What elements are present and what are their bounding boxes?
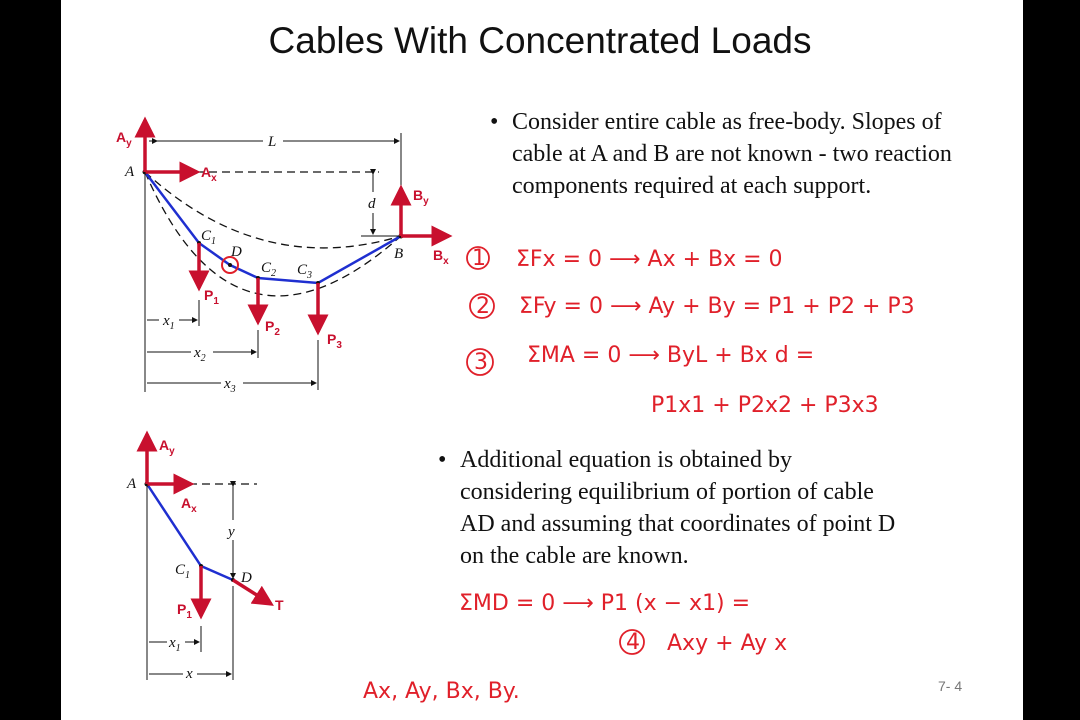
hw-moment-D: ΣMD = 0 ⟶ P1 (x − x1) = [459, 591, 750, 616]
svg-text:C1: C1 [175, 562, 190, 581]
cable-figure-full: L d Ay Ax A By Bx B C1 D C2 C3 P1 P2 P3 [116, 116, 453, 395]
bullet-1-line-3: components required at each support. [512, 173, 872, 199]
dashed-sag-curve-lower [144, 171, 402, 297]
svg-text:Bx: Bx [433, 247, 449, 267]
label-Ax: A [201, 164, 211, 180]
svg-text:P1: P1 [177, 601, 192, 621]
label-Ax-2: A [181, 495, 191, 511]
hw-eq3: ΣMA = 0 ⟶ ByL + Bx d = [527, 343, 814, 368]
svg-text:C3: C3 [297, 262, 312, 281]
svg-text:P3: P3 [327, 331, 342, 351]
dashed-sag-curve-upper [144, 171, 402, 249]
hw-eq1: ΣFx = 0 ⟶ Ax + Bx = 0 [516, 247, 783, 272]
bullet-2-line-1: Additional equation is obtained by [460, 447, 792, 473]
bullet-1-line-2: cable at A and B are not known - two rea… [512, 141, 952, 167]
label-C2: C [261, 260, 272, 276]
svg-text:C2: C2 [261, 260, 276, 279]
label-C3: C [297, 262, 308, 278]
label-x: x [185, 666, 193, 680]
bullet-2-line-4: on the cable are known. [460, 543, 689, 569]
label-Ay-2: A [159, 437, 169, 453]
label-y: y [226, 524, 235, 540]
slide: Cables With Concentrated Loads • Conside… [61, 0, 1023, 720]
point-D-circle-mark [221, 256, 239, 274]
svg-text:C1: C1 [201, 228, 216, 247]
hw-eq2: ΣFy = 0 ⟶ Ay + By = P1 + P2 + P3 [519, 294, 915, 319]
label-Ay: A [116, 129, 126, 145]
label-A-2: A [126, 476, 137, 492]
label-Bx: B [433, 247, 443, 263]
bullet-2-symbol: • [438, 447, 447, 473]
label-D: D [230, 244, 242, 260]
label-A: A [124, 164, 135, 180]
label-By: B [413, 187, 423, 203]
label-P1: P [204, 287, 213, 303]
bullet-1: • Consider entire cable as free-body. Sl… [490, 106, 952, 202]
svg-text:Ax: Ax [181, 495, 197, 515]
label-P2: P [265, 318, 274, 334]
hw-eq4: Axy + Ay x [667, 631, 787, 656]
force-T-arrow [232, 578, 274, 606]
bullet-2-line-3: AD and assuming that coordinates of poin… [460, 511, 896, 537]
hw-eq4-number: 4 [626, 630, 640, 655]
svg-text:Ay: Ay [159, 437, 175, 457]
svg-text:x1: x1 [168, 635, 181, 654]
label-P1-2: P [177, 601, 186, 617]
svg-text:Ax: Ax [201, 164, 217, 184]
label-P3: P [327, 331, 336, 347]
svg-text:x2: x2 [193, 345, 206, 364]
svg-text:x3: x3 [223, 376, 236, 395]
bullet-1-line-1: Consider entire cable as free-body. Slop… [512, 109, 942, 135]
label-D-2: D [240, 570, 252, 586]
label-L: L [267, 134, 276, 150]
bullet-2-line-2: considering equilibrium of portion of ca… [460, 479, 874, 505]
hw-unknowns: Ax, Ay, Bx, By. [363, 679, 520, 704]
svg-text:By: By [413, 187, 429, 207]
cable-figure-portion-AD: y Ay Ax A T D C1 P1 x1 x [126, 430, 284, 680]
label-d: d [368, 196, 376, 212]
bullet-1-symbol: • [490, 109, 499, 135]
svg-text:Ay: Ay [116, 129, 132, 149]
label-C1: C [201, 228, 212, 244]
svg-text:P1: P1 [204, 287, 219, 307]
cable-line [144, 171, 402, 285]
hw-eq3-continued: P1x1 + P2x2 + P3x3 [651, 393, 879, 418]
label-x3: x [223, 376, 231, 392]
label-T: T [275, 597, 284, 613]
slide-title: Cables With Concentrated Loads [268, 20, 812, 61]
svg-text:P2: P2 [265, 318, 280, 338]
label-C1-2: C [175, 562, 186, 578]
label-x2: x [193, 345, 201, 361]
bullet-2: • Additional equation is obtained by con… [438, 444, 896, 572]
slide-number: 7- 4 [938, 678, 963, 694]
svg-text:x1: x1 [162, 313, 175, 332]
label-x1: x [162, 313, 170, 329]
label-B: B [394, 246, 403, 262]
label-x1-2: x [168, 635, 176, 651]
